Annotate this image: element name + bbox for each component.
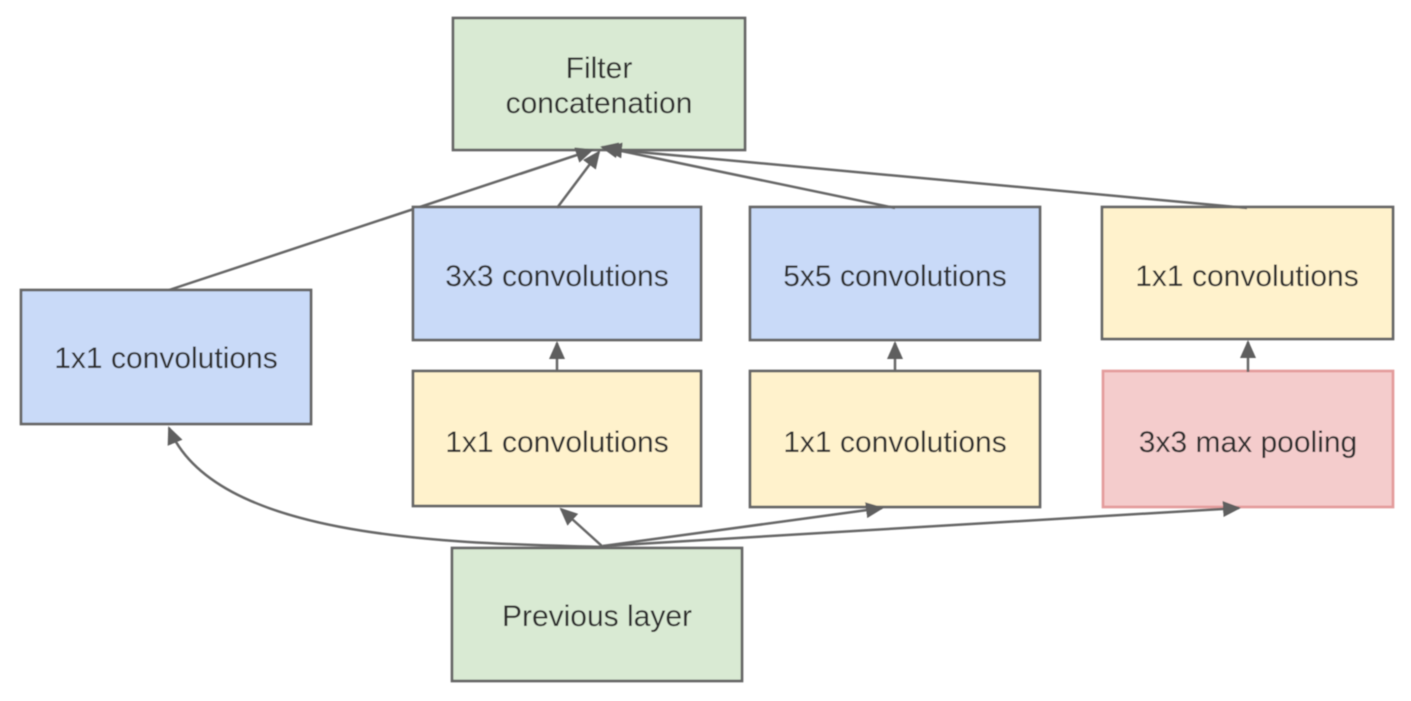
svg-text:3x3 max pooling: 3x3 max pooling (1139, 426, 1357, 459)
svg-text:1x1 convolutions: 1x1 convolutions (783, 426, 1006, 459)
svg-text:5x5 convolutions: 5x5 convolutions (783, 260, 1006, 293)
svg-text:1x1 convolutions: 1x1 convolutions (1135, 260, 1358, 293)
svg-text:1x1 convolutions: 1x1 convolutions (445, 426, 668, 459)
svg-text:3x3 convolutions: 3x3 convolutions (445, 260, 668, 293)
svg-text:Previous layer: Previous layer (502, 600, 692, 633)
svg-text:Filter: Filter (566, 52, 633, 85)
svg-text:1x1 convolutions: 1x1 convolutions (54, 342, 277, 375)
svg-text:concatenation: concatenation (506, 87, 693, 120)
